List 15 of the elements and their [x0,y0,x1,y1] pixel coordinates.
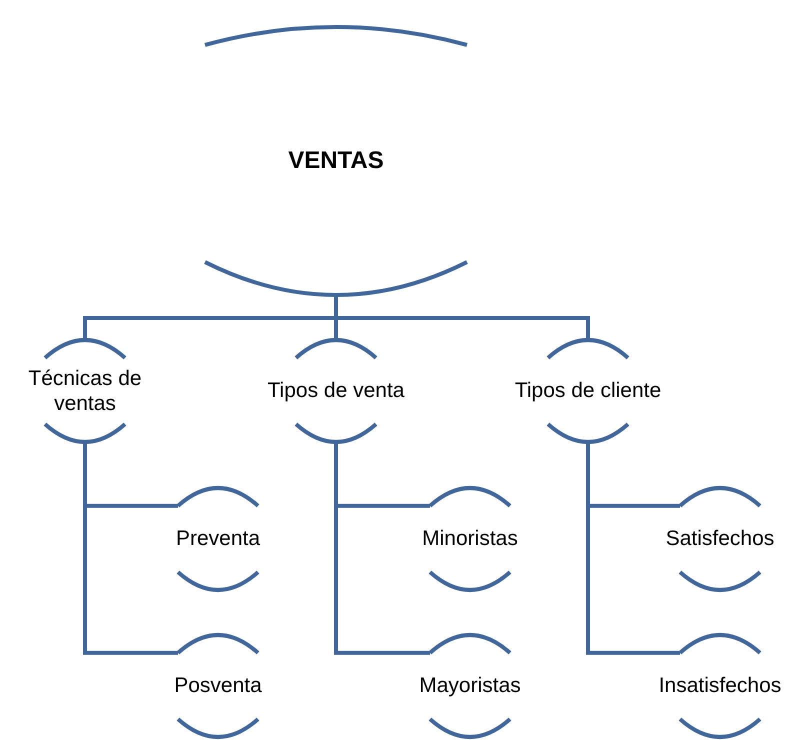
node-label: VENTAS [288,146,384,176]
node-label: Satisfechos [666,526,774,552]
node-label: Tipos de cliente [514,378,662,404]
connector-line [83,442,178,655]
node-label: Minoristas [422,526,518,552]
connector-line [586,442,680,655]
node-label: Tipos de venta [268,378,404,404]
node-label: Posventa [174,673,262,699]
node-label: Preventa [176,526,260,552]
node-label: Insatisfechos [658,673,782,699]
node-label: Técnicas de ventas [27,366,143,416]
connector-line [334,295,590,340]
connector-line [334,442,430,655]
node-label: Mayoristas [419,673,521,699]
bracket-node [205,27,467,295]
